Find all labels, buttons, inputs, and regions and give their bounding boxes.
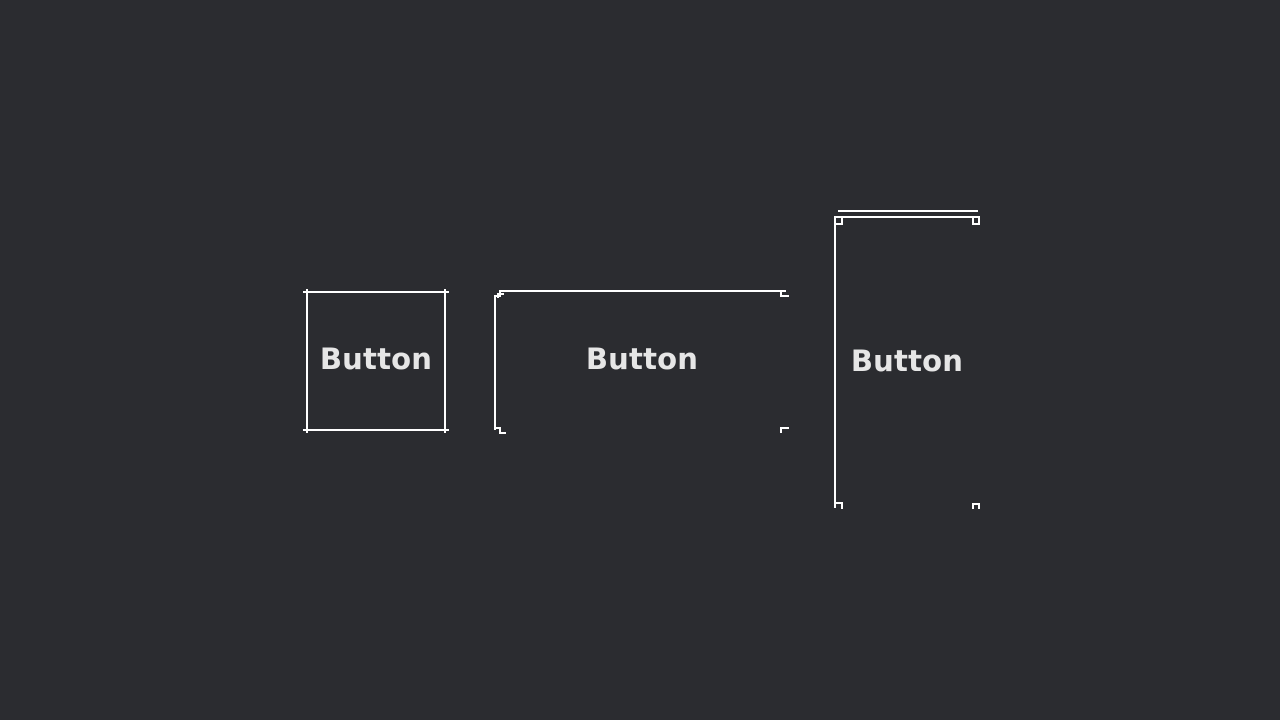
button-1-frame [303,289,449,433]
button-2-frame [494,290,789,434]
button-1[interactable]: Button [300,286,452,438]
button-3-label: Button [850,344,964,378]
button-2[interactable]: Button [490,284,794,438]
button-1-label: Button [319,342,433,376]
button-3[interactable]: Button [830,205,984,515]
button-3-frame [834,210,980,509]
button-2-label: Button [585,342,699,376]
